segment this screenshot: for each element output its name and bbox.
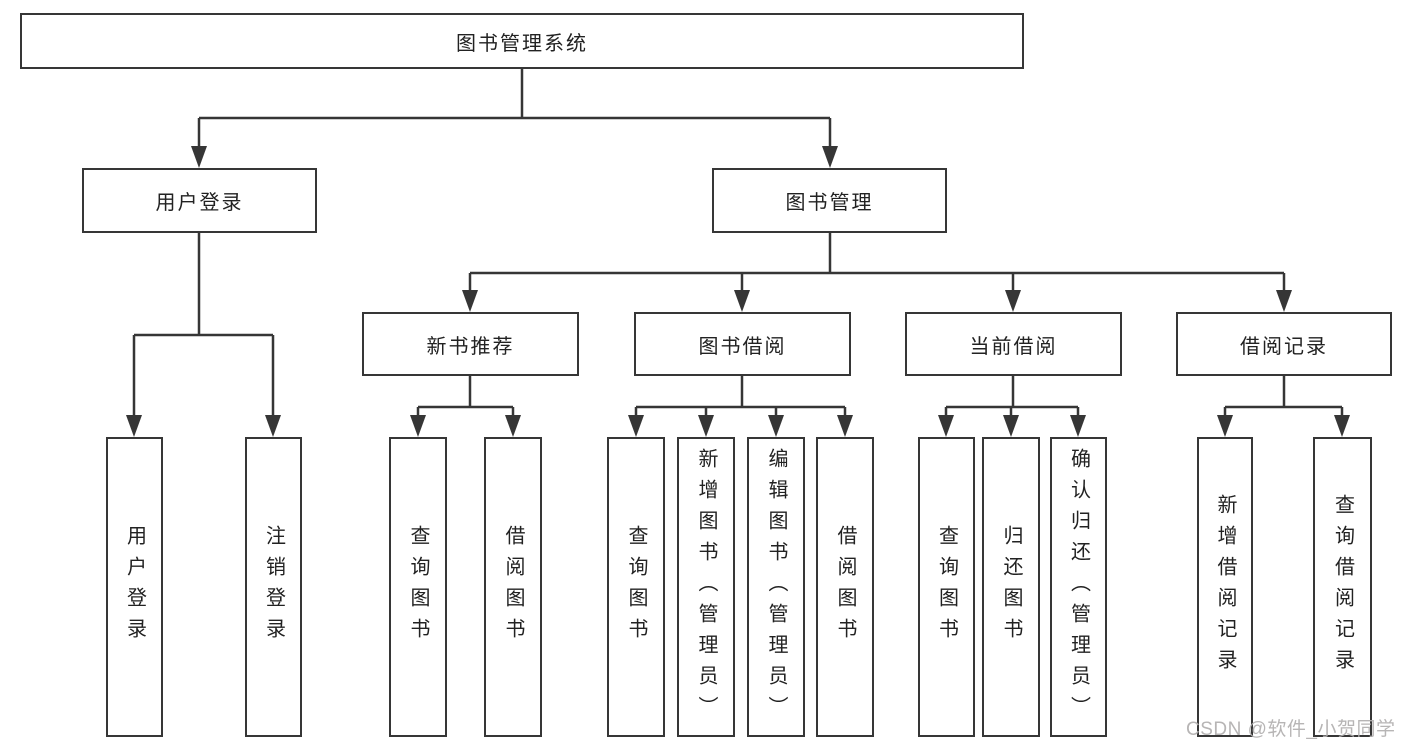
- node-book-management: 图书管理: [712, 168, 947, 233]
- leaf-logout: 注销登录: [245, 437, 302, 737]
- leaf-label: 归还图书: [1000, 525, 1022, 649]
- leaf-confirm-return-admin: 确认归还（管理员）: [1050, 437, 1107, 737]
- node-label: 图书管理: [785, 192, 874, 214]
- node-library-management-system: 图书管理系统: [20, 13, 1024, 69]
- leaf-label: 借阅图书: [502, 525, 524, 649]
- node-current-borrow: 当前借阅: [905, 312, 1122, 376]
- csdn-watermark: CSDN @软件_小贺同学: [1186, 719, 1396, 740]
- leaf-label: 查询借阅记录: [1331, 494, 1354, 680]
- leaf-label: 新增图书（管理员）: [695, 447, 717, 727]
- leaf-return-books: 归还图书: [982, 437, 1040, 737]
- node-new-book-recommend: 新书推荐: [362, 312, 579, 376]
- node-label: 当前借阅: [969, 335, 1058, 358]
- leaf-label: 编辑图书（管理员）: [765, 447, 787, 727]
- leaf-add-books-admin: 新增图书（管理员）: [677, 437, 735, 737]
- leaf-label: 查询图书: [407, 525, 429, 649]
- leaf-query-books-current: 查询图书: [918, 437, 975, 737]
- arrowheads: [126, 146, 1350, 437]
- leaf-query-books-recommend: 查询图书: [389, 437, 447, 737]
- leaf-label: 查询图书: [935, 525, 958, 649]
- leaf-query-books-borrow: 查询图书: [607, 437, 665, 737]
- leaf-label: 新增借阅记录: [1214, 494, 1236, 680]
- leaf-edit-books-admin: 编辑图书（管理员）: [747, 437, 805, 737]
- node-borrow-records: 借阅记录: [1176, 312, 1392, 376]
- node-label: 借阅记录: [1240, 335, 1328, 358]
- leaf-label: 用户登录: [123, 525, 146, 649]
- leaf-user-login: 用户登录: [106, 437, 163, 737]
- leaf-label: 查询图书: [625, 525, 647, 649]
- leaf-borrow-books-recommend: 借阅图书: [484, 437, 542, 737]
- leaf-label: 确认归还（管理员）: [1067, 447, 1090, 727]
- leaf-add-borrow-record: 新增借阅记录: [1197, 437, 1253, 737]
- node-label: 图书借阅: [698, 335, 787, 358]
- node-label: 新书推荐: [426, 335, 515, 358]
- leaf-borrow-books: 借阅图书: [816, 437, 874, 737]
- leaf-label: 注销登录: [262, 525, 285, 649]
- node-user-login: 用户登录: [82, 168, 317, 233]
- node-label: 用户登录: [155, 192, 244, 214]
- node-label: 图书管理系统: [456, 32, 588, 55]
- leaf-query-borrow-record: 查询借阅记录: [1313, 437, 1372, 737]
- node-book-borrow: 图书借阅: [634, 312, 851, 376]
- leaf-label: 借阅图书: [834, 525, 856, 649]
